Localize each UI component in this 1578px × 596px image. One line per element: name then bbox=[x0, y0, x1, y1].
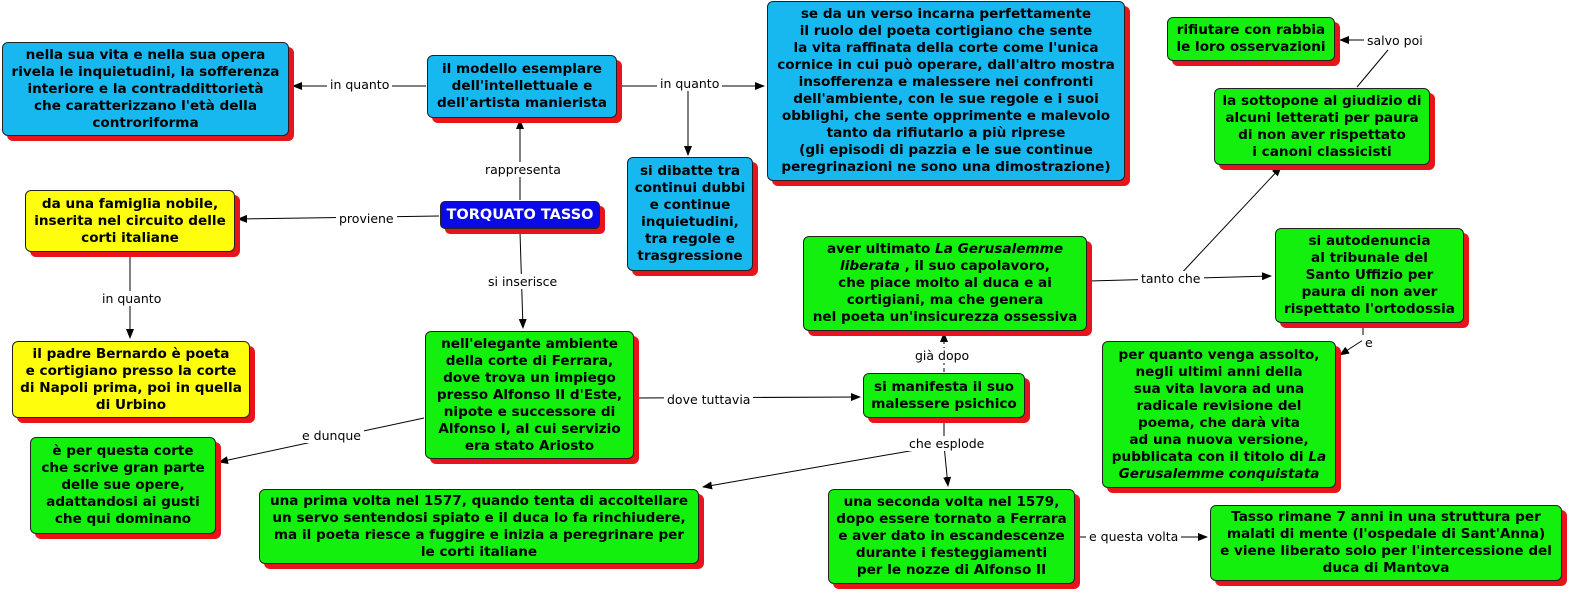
label-rappresenta: rappresenta bbox=[482, 162, 564, 177]
label-e-dunque: e dunque bbox=[299, 428, 364, 443]
gerusalemme-title: La Gerusalemme liberata bbox=[840, 241, 1064, 274]
node-gerusalemme-liberata[interactable]: aver ultimato La Gerusalemme liberata , … bbox=[803, 236, 1087, 331]
gerusalemme-text-a: aver ultimato bbox=[826, 241, 936, 257]
label-in-quanto-left: in quanto bbox=[327, 77, 393, 92]
node-padre-bernardo[interactable]: il padre Bernardo è poeta e cortigiano p… bbox=[12, 341, 250, 418]
label-salvo-poi: salvo poi bbox=[1364, 33, 1426, 48]
node-seconda-volta[interactable]: una seconda volta nel 1579, dopo essere … bbox=[828, 489, 1075, 584]
node-prima-volta[interactable]: una prima volta nel 1577, quando tenta d… bbox=[259, 489, 699, 564]
gerusalemme-conquistata-title: La Gerusalemme conquistata bbox=[1118, 448, 1327, 482]
node-famiglia-nobile[interactable]: da una famiglia nobile, inserita nel cir… bbox=[25, 190, 235, 252]
node-autodenuncia[interactable]: si autodenuncia al tribunale del Santo U… bbox=[1275, 228, 1464, 323]
node-corte-opere[interactable]: è per questa corte che scrive gran parte… bbox=[30, 437, 216, 534]
node-sottopone[interactable]: la sottopone al giudizio di alcuni lette… bbox=[1214, 88, 1430, 165]
label-e-questa-volta: e questa volta bbox=[1086, 529, 1182, 544]
label-tanto-che: tanto che bbox=[1138, 271, 1204, 286]
node-sette-anni[interactable]: Tasso rimane 7 anni in una struttura per… bbox=[1210, 505, 1562, 581]
revisione-text: per quanto venga assolto, negli ultimi a… bbox=[1111, 346, 1320, 465]
label-in-quanto-padre: in quanto bbox=[99, 291, 165, 306]
label-proviene: proviene bbox=[336, 211, 397, 226]
node-poeta-cortigiano[interactable]: se da un verso incarna perfettamente il … bbox=[767, 1, 1125, 181]
label-e: e bbox=[1362, 335, 1376, 350]
node-dubbi[interactable]: si dibatte tra continui dubbi e continue… bbox=[627, 157, 753, 271]
gerusalemme-text-c: , il suo capolavoro, che piace molto al … bbox=[812, 258, 1078, 325]
node-vita-opera[interactable]: nella sua vita e nella sua opera rivela … bbox=[2, 42, 289, 136]
label-in-quanto-right: in quanto bbox=[657, 76, 723, 91]
label-dove-tuttavia: dove tuttavia bbox=[664, 392, 754, 407]
node-rifiutare[interactable]: rifiutare con rabbia le loro osservazion… bbox=[1167, 17, 1335, 61]
node-torquato-tasso[interactable]: TORQUATO TASSO bbox=[440, 201, 600, 229]
node-corte-ferrara[interactable]: nell'elegante ambiente della corte di Fe… bbox=[425, 331, 634, 459]
label-che-esplode: che esplode bbox=[906, 436, 988, 451]
node-modello-esemplare[interactable]: il modello esemplare dell'intellettuale … bbox=[427, 55, 617, 118]
label-gia-dopo: già dopo bbox=[912, 348, 973, 363]
node-malessere-psichico[interactable]: si manifesta il suo malessere psichico bbox=[863, 373, 1025, 418]
node-revisione[interactable]: per quanto venga assolto, negli ultimi a… bbox=[1102, 341, 1336, 488]
label-si-inserisce: si inserisce bbox=[485, 274, 561, 289]
